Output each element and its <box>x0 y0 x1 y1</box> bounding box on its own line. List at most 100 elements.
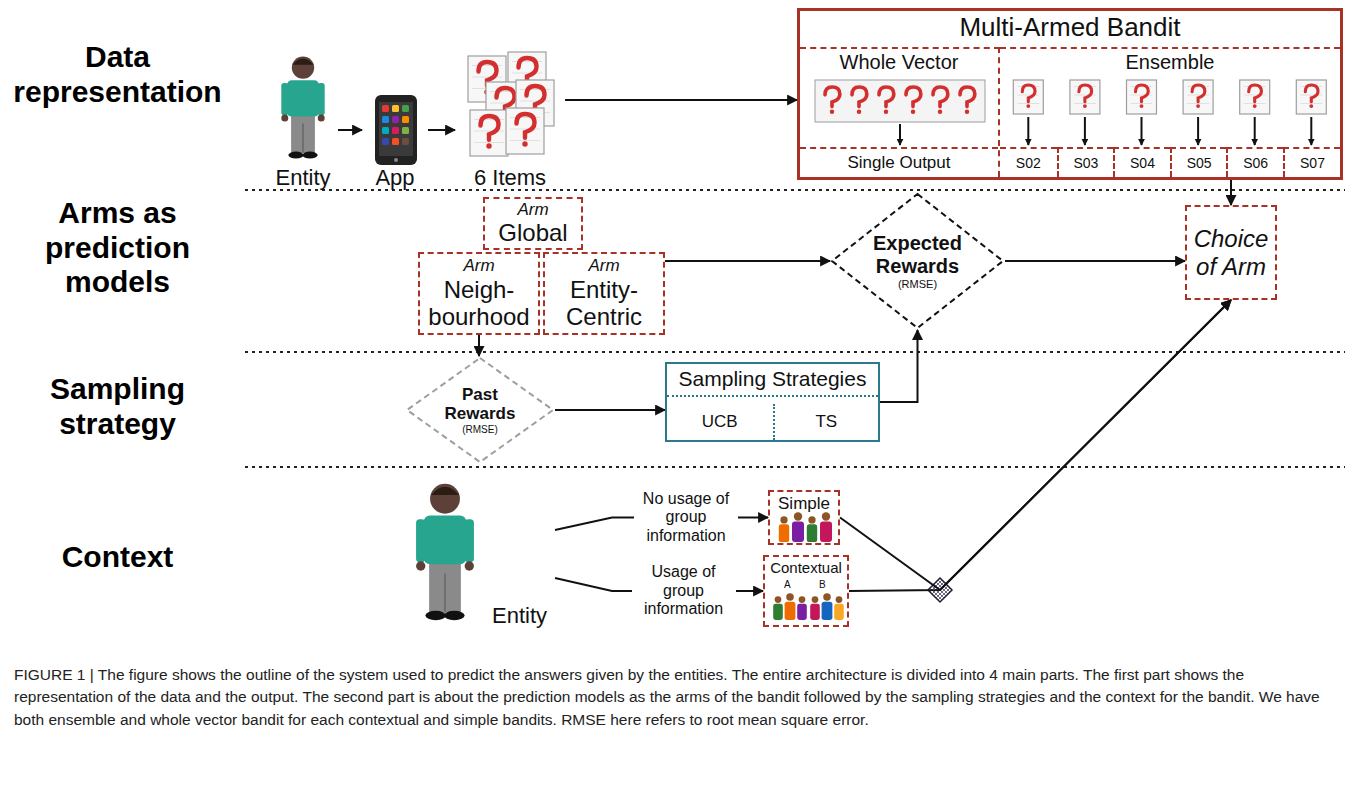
section-separator <box>245 466 1345 468</box>
strategy-cell: UCB <box>667 404 773 440</box>
pointer-arrow <box>1197 117 1199 145</box>
node-text: Past Rewards <box>439 385 521 424</box>
node-text: TS <box>815 412 837 432</box>
node-text: Choice of Arm <box>1189 225 1273 280</box>
edge-label: No usage of group information <box>634 489 738 546</box>
decision-diamond: Past Rewards(RMSE) <box>405 356 555 464</box>
decision-diamond: Expected Rewards(RMSE) <box>830 192 1005 330</box>
connector-arrow <box>478 335 480 356</box>
node-text: Entity- Centric <box>547 276 661 331</box>
node-text: UCB <box>702 412 738 432</box>
ensemble-item-icon <box>1013 80 1043 114</box>
diamond-shape <box>407 358 553 462</box>
items-icon <box>468 52 554 156</box>
node-text: A <box>784 579 791 591</box>
bandit-box: Multi-Armed BanditWhole VectorSingle Out… <box>797 8 1343 180</box>
node-text: B <box>819 579 826 591</box>
output-cell: S03 <box>1057 147 1114 177</box>
context-box: ContextualA B <box>763 555 849 627</box>
node-text: Simple <box>778 494 830 514</box>
diamond-shape <box>832 194 1003 328</box>
node-text: S05 <box>1187 155 1212 171</box>
arm-box: ArmEntity- Centric <box>543 252 665 335</box>
ensemble-item-icon <box>1127 80 1157 114</box>
choice-box: Choice of Arm <box>1185 205 1277 300</box>
entity-icon-node: Entity <box>268 52 338 192</box>
node-text: Expected Rewards <box>872 232 963 278</box>
connector-arrow <box>555 409 665 411</box>
section-heading: Data representation <box>0 40 235 109</box>
connector-arrow <box>565 99 797 101</box>
section-heading: Context <box>0 540 235 575</box>
node-text: Contextual <box>770 559 842 576</box>
bandit-panel: EnsembleS02 S03 S04 S05 S06 S07 <box>1000 47 1340 177</box>
phone-icon <box>375 95 417 165</box>
connector-arrow <box>428 129 455 131</box>
node-text: Ensemble <box>1126 51 1215 74</box>
output-cell: S05 <box>1170 147 1227 177</box>
strategy-cell: TS <box>773 404 879 440</box>
connector-arrow <box>1230 180 1232 205</box>
section-heading: Arms as prediction models <box>0 196 235 300</box>
connector-arrow <box>1005 260 1185 262</box>
output-cell: S06 <box>1226 147 1283 177</box>
node-text: Single Output <box>847 153 950 173</box>
node-text: Arm <box>517 200 548 220</box>
strategy-box: Sampling StrategiesUCB TS <box>665 362 880 442</box>
node-text: Neigh- bourhood <box>422 276 536 331</box>
connector-arrow <box>849 300 1231 591</box>
ensemble-item-icon <box>1240 80 1270 114</box>
output-cell: S04 <box>1113 147 1170 177</box>
ensemble-item-icon <box>1070 80 1100 114</box>
groups-icon <box>773 593 844 620</box>
node-text: S02 <box>1016 155 1041 171</box>
node-text: S06 <box>1243 155 1268 171</box>
node-text: Arm <box>463 256 494 276</box>
whole-vector-icon <box>815 80 985 122</box>
node-text: S04 <box>1130 155 1155 171</box>
node-text: Whole Vector <box>840 51 959 74</box>
pointer-arrow <box>1141 117 1143 145</box>
node-text: S03 <box>1073 155 1098 171</box>
bandit-panel: Whole VectorSingle Output <box>800 47 1000 177</box>
pointer-arrow <box>1027 117 1029 145</box>
entity-icon-node: Entity <box>415 478 555 630</box>
node-text: Entity <box>492 603 547 628</box>
ensemble-item-icon <box>1296 80 1326 114</box>
figure-caption: FIGURE 1 | The figure shows the outline … <box>14 664 1344 731</box>
pointer-arrow <box>1310 117 1312 145</box>
person-icon <box>416 484 474 620</box>
edge-label: Usage of group information <box>632 562 736 619</box>
node-text: S07 <box>1300 155 1325 171</box>
group-icon <box>779 512 832 542</box>
context-box: Simple <box>768 490 840 545</box>
output-cell: S07 <box>1283 147 1340 177</box>
connector-arrow <box>840 300 1231 590</box>
node-text: 6 Items <box>474 165 546 190</box>
node-text: Global <box>498 219 567 247</box>
connector-arrow <box>880 330 918 402</box>
pointer-arrow <box>1254 117 1256 145</box>
items-icon-node: 6 Items <box>455 48 565 192</box>
person-icon <box>281 56 324 158</box>
node-text: (RMSE) <box>462 424 498 436</box>
node-text: Entity <box>275 165 330 190</box>
app-icon-node: App <box>362 92 428 192</box>
node-text: Multi-Armed Bandit <box>959 13 1180 43</box>
node-text: Arm <box>588 256 619 276</box>
pointer-arrow <box>899 124 901 145</box>
node-text: Sampling Strategies <box>667 364 878 397</box>
node-text: (RMSE) <box>898 278 937 291</box>
output-cell: Single Output <box>800 147 998 177</box>
pointer-arrow <box>1084 117 1086 145</box>
connector-arrow <box>338 129 362 131</box>
arm-box: ArmNeigh- bourhood <box>418 252 540 335</box>
arm-box: ArmGlobal <box>483 197 583 250</box>
section-heading: Sampling strategy <box>0 372 235 441</box>
ensemble-item-icon <box>1183 80 1213 114</box>
node-text: App <box>375 165 414 190</box>
connector-arrow <box>665 260 830 262</box>
